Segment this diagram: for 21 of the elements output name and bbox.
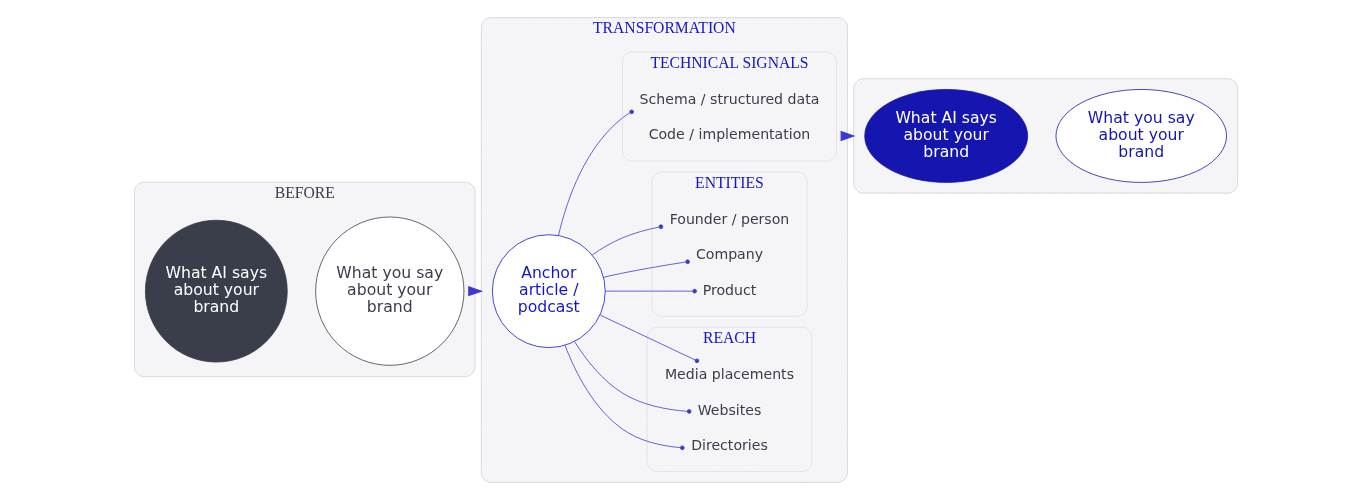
node-ellipse: What AI says about your brand: [864, 89, 1029, 183]
node-circle: What you say about your brand: [315, 216, 465, 366]
connector: [603, 259, 690, 278]
connector: [599, 314, 700, 364]
node-text: Code / implementation: [648, 126, 811, 143]
node-text: Company: [695, 246, 764, 263]
cluster: [853, 78, 1238, 194]
node-text: Product: [702, 281, 757, 298]
connector: [604, 288, 697, 294]
node-text: Directories: [691, 436, 768, 453]
node-circle: Anchor article / podcast: [491, 234, 606, 348]
node-circle: What AI says about your brand: [145, 219, 288, 363]
connector: [574, 341, 692, 414]
connector: [591, 224, 664, 256]
connector: [564, 344, 685, 451]
node-text: Founder / person: [669, 211, 790, 228]
node-text: Schema / structured data: [639, 91, 820, 108]
connector: [558, 109, 634, 236]
node-text: Media placements: [664, 366, 795, 383]
node-ellipse: What you say about your brand: [1055, 89, 1227, 183]
node-text: Websites: [697, 401, 762, 418]
